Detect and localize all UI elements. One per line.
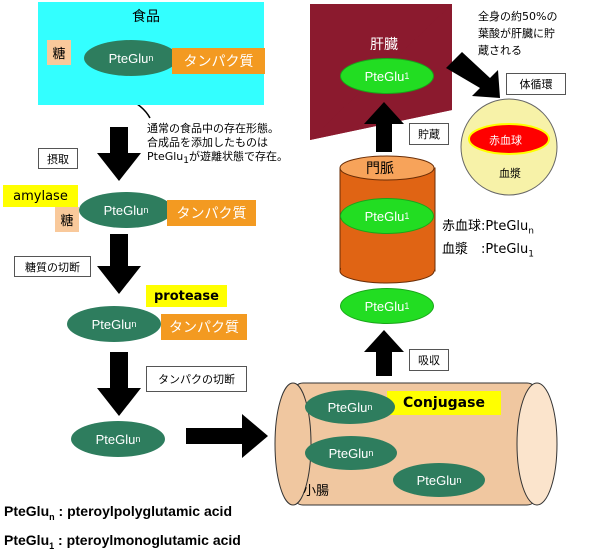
step-storage: 貯蔵 <box>409 123 449 145</box>
arrow-down-2 <box>97 234 141 294</box>
step-protein-cut: タンパクの切断 <box>146 366 247 392</box>
protein-box: タンパク質 <box>172 48 265 74</box>
intestine-label: 小腸 <box>303 484 330 499</box>
portal-title: 門脈 <box>366 161 394 177</box>
arrow-down-3 <box>97 352 141 416</box>
food-title: 食品 <box>132 9 160 25</box>
liver-title: 肝臓 <box>370 37 398 53</box>
portal-top <box>339 155 435 181</box>
stage2-protein: タンパク質 <box>167 200 256 226</box>
step-circulation: 体循環 <box>506 73 566 95</box>
legend: PteGlun : pteroylpolyglutamic acid PteGl… <box>4 500 241 558</box>
rbc-ellipse <box>468 123 550 155</box>
step-sugar-cut: 糖質の切断 <box>14 256 91 277</box>
arrow-down-1 <box>97 127 141 181</box>
arrow-diag <box>446 52 500 98</box>
legend-monoglutamic: PteGlu1 : pteroylmonoglutamic acid <box>4 531 241 551</box>
legend-polyglutamic: PteGlun : pteroylpolyglutamic acid <box>4 503 232 522</box>
plasma-label: 血漿 <box>499 167 521 180</box>
amylase-label: amylase <box>3 185 78 207</box>
protease-label: protease <box>146 285 227 307</box>
arrow-up-1 <box>364 330 404 376</box>
arrow-right <box>186 414 268 458</box>
rbc-label: 赤血球 <box>489 134 522 147</box>
step-intake: 摂取 <box>38 148 78 169</box>
step-absorption: 吸収 <box>409 349 449 371</box>
food-note: 通常の食品中の存在形態。 合成品を添加したものは PteGlu1が遊離状態で存在… <box>147 122 288 167</box>
sugar-box: 糖 <box>47 40 71 65</box>
conjugase-label: Conjugase <box>387 391 501 415</box>
liver-note: 全身の約50%の 葉酸が肝臓に貯 蔵される <box>478 10 558 57</box>
arrow-up-2 <box>364 102 404 152</box>
blood-forms-info: 赤血球:PteGlun 血漿 :PteGlu1 <box>442 219 534 260</box>
stage2-sugar: 糖 <box>55 207 79 232</box>
stage3-protein: タンパク質 <box>161 314 247 340</box>
